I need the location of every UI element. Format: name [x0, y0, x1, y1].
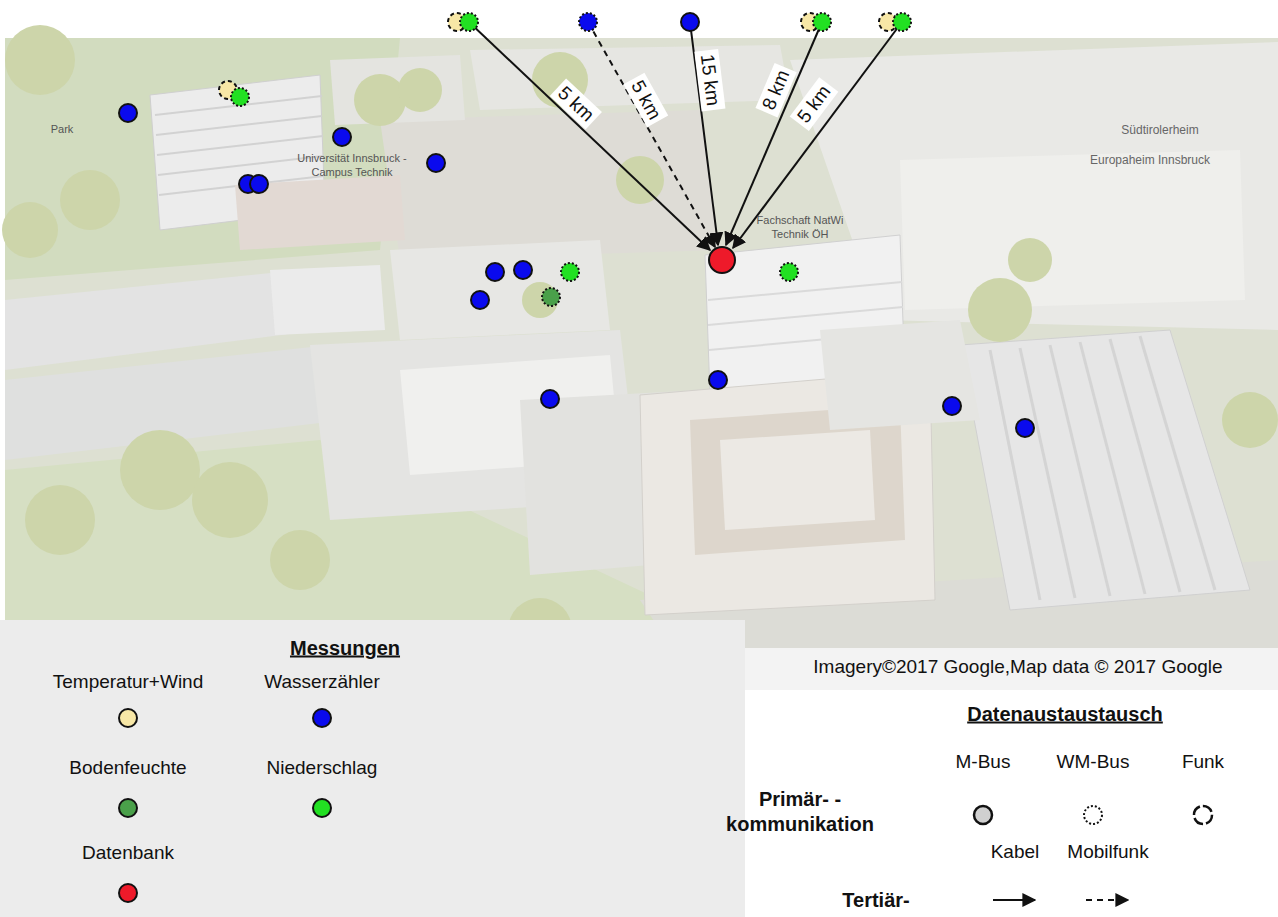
legend-swatch [118, 798, 138, 818]
legend-label: Funk [1182, 750, 1224, 774]
map-place-name: Fachschaft NatWi Technik ÖH [745, 214, 855, 242]
image-credit: Imagery©2017 Google,Map data © 2017 Goog… [813, 655, 1222, 679]
map-place-name: Europaheim Innsbruck [1090, 153, 1210, 168]
legend-label: Niederschlag [267, 756, 378, 780]
legend-label: Mobilfunk [1067, 840, 1148, 864]
map-place-name: Universität Innsbruck - Campus Technik [277, 152, 427, 180]
row-heading: Tertiär- [842, 888, 909, 913]
wmbus-sample [1084, 806, 1102, 824]
funk-sample [1194, 806, 1212, 824]
legend-label: WM-Bus [1057, 750, 1130, 774]
legend-label: Temperatur+Wind [53, 670, 203, 694]
legend-heading: Messungen [290, 636, 400, 661]
legend-label: M-Bus [956, 750, 1011, 774]
legend-label: Kabel [991, 840, 1040, 864]
legend-swatch [312, 708, 332, 728]
legend-label: Datenbank [82, 841, 174, 865]
map-place-name: Südtirolerheim [1121, 123, 1198, 138]
legend-swatch [312, 798, 332, 818]
cable-arrow-sample [993, 899, 1035, 901]
legend-label: Bodenfeuchte [69, 756, 186, 780]
legend-swatch [118, 883, 138, 903]
legend-label: Wasserzähler [264, 670, 379, 694]
mobile-arrow-sample [1086, 899, 1128, 901]
legend-swatch [118, 708, 138, 728]
row-heading: Primär- -kommunikation [716, 787, 884, 837]
legend-heading: Datenaustaustausch [967, 702, 1163, 727]
map-place-name: Park [51, 123, 74, 137]
mbus-sample [974, 806, 992, 824]
